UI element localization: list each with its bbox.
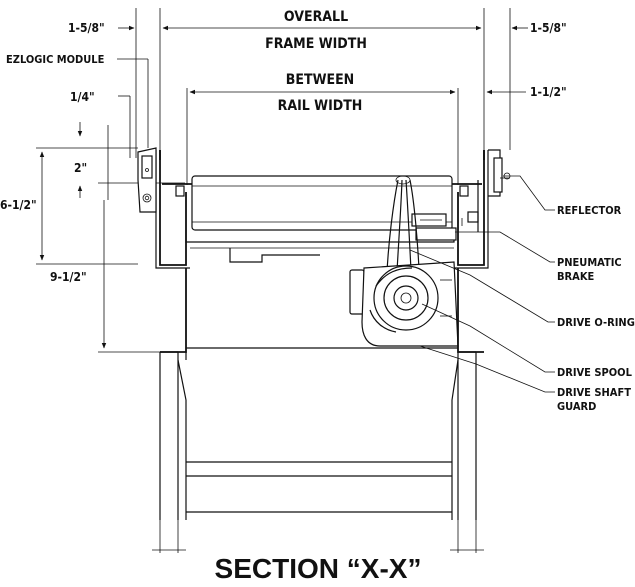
drive-shaft-guard-body <box>349 261 459 347</box>
dim-two-inch: 2" <box>74 161 87 175</box>
callout-pneumatic-line1: PNEUMATIC <box>557 256 622 269</box>
dim-six-half: 6-1/2" <box>0 198 37 212</box>
callout-guard-line1: DRIVE SHAFT <box>557 386 631 399</box>
roller <box>162 175 482 263</box>
right-side-frame <box>454 150 489 269</box>
oring-leader <box>409 249 555 323</box>
dim-overall-line1: OVERALL <box>284 9 348 25</box>
dim-quarter-inch: 1/4" <box>70 90 95 104</box>
reflector-leader <box>503 175 555 211</box>
callout-reflector: REFLECTOR <box>557 204 622 217</box>
dim-overall-line2: FRAME WIDTH <box>265 36 367 52</box>
callout-ezlogic-module: EZLOGIC MODULE <box>6 53 105 66</box>
callout-pneumatic-line2: BRAKE <box>557 270 594 283</box>
extension-lines <box>135 8 511 553</box>
dim-between-line2: RAIL WIDTH <box>278 98 363 114</box>
vertical-dimension-lines <box>36 95 185 353</box>
guard-leader <box>419 345 555 393</box>
width-dimension-lines <box>118 25 528 95</box>
dim-nine-half: 9-1/2" <box>50 270 87 284</box>
callout-guard-line2: GUARD <box>557 400 596 413</box>
brake-leader <box>455 231 555 263</box>
callout-drive-oring: DRIVE O-RING <box>557 316 635 329</box>
pneumatic-brake-body <box>411 180 479 241</box>
left-side-frame <box>155 150 190 269</box>
section-title: SECTION “X-X” <box>215 553 422 584</box>
dim-right-rail-offset: 1-1/2" <box>530 85 567 99</box>
callout-drive-spool: DRIVE SPOOL <box>557 366 633 379</box>
reflector-bracket <box>488 149 511 197</box>
dim-between-line1: BETWEEN <box>286 72 354 88</box>
dim-left-offset: 1-5/8" <box>68 21 105 35</box>
dim-right-offset: 1-5/8" <box>530 21 567 35</box>
ezlogic-module-body <box>137 147 157 213</box>
spool-leader <box>421 303 555 373</box>
support-stand <box>159 268 484 520</box>
